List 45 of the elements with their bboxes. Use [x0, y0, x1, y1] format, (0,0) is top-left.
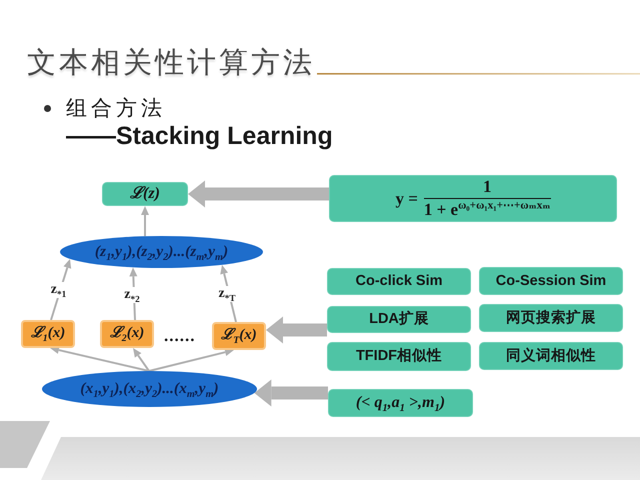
- fraction-denominator: 1 + e$^{ω₀+ω₁x₁+⋯+ωₘxₘ}$: [424, 200, 551, 220]
- sample-label: (< q$_{1}$,a$_{1}$ >,m$_{1}$): [356, 394, 446, 412]
- slide-title: 文本相关性计算方法: [27, 44, 315, 80]
- arrow: [148, 348, 234, 372]
- feature-box: [479, 304, 623, 332]
- edge-label: z$_{*T}$: [218, 286, 236, 302]
- edge-label: z$_{*1}$: [50, 282, 68, 298]
- arrow: [129, 267, 138, 320]
- model-label: ℒ$_{1}$(x): [30, 325, 66, 343]
- model-label: ℒ$_{2}$(x): [110, 325, 144, 343]
- feature-label: LDA扩展: [369, 311, 429, 328]
- fraction-numerator: 1: [482, 177, 492, 197]
- ellipsis-text: ......: [164, 326, 196, 346]
- formula-lhs: y =: [395, 188, 418, 208]
- sample-box: [328, 389, 473, 417]
- arrow: [220, 264, 237, 322]
- output-box: [102, 182, 188, 206]
- bullet-text: 组合方法: [66, 95, 166, 122]
- feature-label: 网页搜索扩展: [506, 310, 596, 326]
- formula-box: [329, 175, 617, 222]
- arrow: [188, 180, 329, 208]
- arrow: [133, 348, 150, 372]
- feature-label: Co-Session Sim: [496, 272, 606, 290]
- learner-box: [212, 322, 266, 350]
- feature-box: [479, 342, 623, 370]
- dataset-label: (z$_{1}$,y$_{1}$),(z$_{2}$,y$_{2}$)...(z$_{m}$,y$_{m}$): [94, 243, 228, 261]
- learner-box: [21, 320, 75, 348]
- subtitle-text: ——Stacking Learning: [66, 122, 333, 151]
- feature-box: [327, 306, 471, 333]
- edge-label: z$_{*2}$: [123, 286, 141, 303]
- dataset-label: (x$_{1}$,y$_{1}$),(x$_{2}$,y$_{2}$)...(x$_{m}$,y$_{m}$): [80, 380, 219, 398]
- arrow: [50, 346, 150, 372]
- arrow: [141, 206, 149, 236]
- feature-label: 同义词相似性: [506, 348, 596, 364]
- model-label: ℒ(z): [130, 184, 160, 204]
- learner-box: [100, 320, 154, 348]
- feature-label: Co-click Sim: [355, 273, 443, 290]
- arrow: [266, 316, 327, 344]
- arrow: [254, 380, 328, 406]
- arrow: [50, 258, 72, 320]
- feature-box: [479, 267, 623, 295]
- model-label: ℒ$_{T}$(x): [221, 327, 257, 345]
- feature-box: [327, 342, 471, 371]
- feature-box: [327, 268, 471, 295]
- feature-label: TFIDF相似性: [356, 348, 442, 365]
